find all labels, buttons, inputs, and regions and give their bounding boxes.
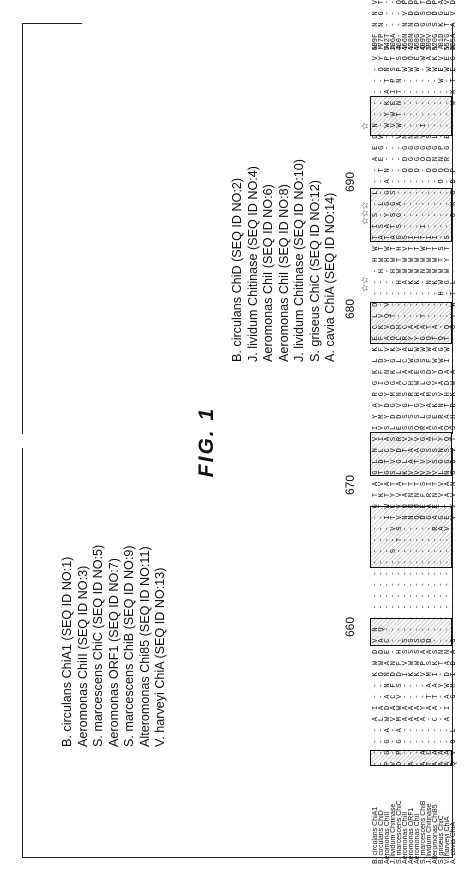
legend-entry: Aeromonas ChiII (SEQ ID NO:3) [75,565,90,747]
legend-entry: A. cavia ChiA (SEQ ID NO:14) [323,192,337,362]
legend-entry: Aeromonas ORF1 (SEQ ID NO:7) [106,558,121,747]
legend-entry: B. circulans ChiD (SEQ ID NO:2) [230,177,244,362]
conserved-region-box [370,618,452,646]
conserved-region-box [370,432,452,476]
conserved-region-box [370,302,452,344]
legend-entry: S. marcescens ChiB (SEQ ID NO:9) [122,545,136,747]
conserved-region-box [370,188,452,242]
legend-entry: V. harveyi ChiA (SEQ ID NO:13) [153,567,167,747]
legend-entry: S. marcescens ChiC (SEQ ID NO:5) [91,544,105,747]
legend-entry: S. griseus ChiC (SEQ ID NO:12) [307,180,322,362]
legend-entry: J. lividum Chitinase (SEQ ID NO:10) [292,159,306,362]
legend-entry: J. lividum Chitinase (SEQ ID NO:4) [245,166,260,362]
conserved-region-box [370,506,452,568]
conserved-region-box [370,96,452,136]
position-label-660: 660 [343,616,357,637]
legend-left-column: B. circulans ChiA1 (SEQ ID NO:1)Aeromona… [60,545,169,747]
legend-entry: Alteromonas Chi85 (SEQ ID NO:11) [137,546,152,747]
legend-entry: B. circulans ChiA1 (SEQ ID NO:1) [60,556,74,747]
position-label-690: 690 [343,171,357,192]
sequence-end-position: 865 [450,38,458,51]
position-label-670: 670 [343,474,357,495]
legend-entry: Aeromonas ChiI (SEQ ID NO:8) [276,184,291,362]
sequence-name: A. cavia ChiA [450,821,457,864]
conserved-region-box [370,750,452,766]
figure-title: FIG. 1 [195,406,218,478]
frame-right-edge [22,23,82,24]
position-label-680: 680 [343,298,357,319]
frame-top-right [22,24,23,434]
legend-entry: Aeromonas ChiI (SEQ ID NO:6) [261,184,275,362]
frame-top-left [22,448,23,858]
conserved-star: ☆☆ [357,276,372,292]
legend-right-column: B. circulans ChiD (SEQ ID NO:2)J. lividu… [230,159,339,362]
